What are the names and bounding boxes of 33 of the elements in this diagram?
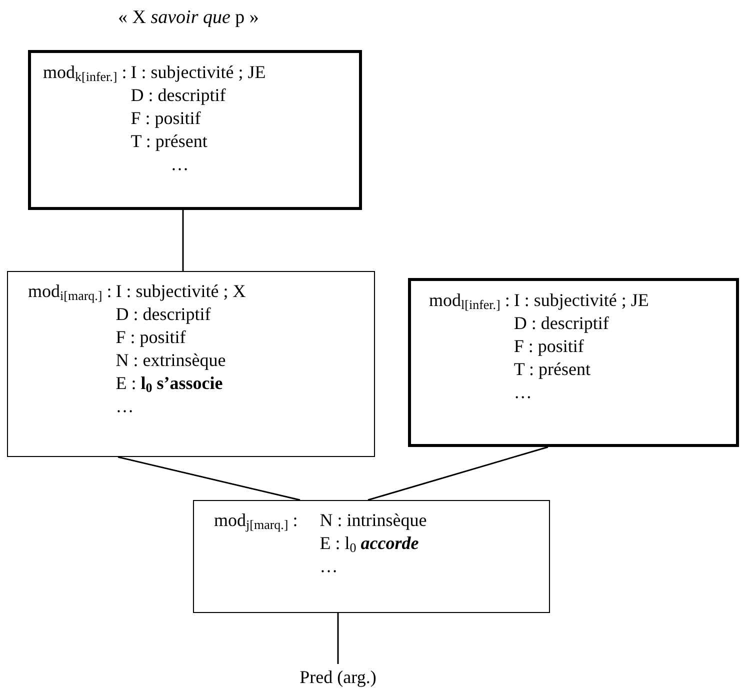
feature-line: … — [514, 381, 532, 404]
connector-line — [182, 210, 184, 271]
title: « X savoir que p » — [118, 8, 259, 27]
feature-line: D : descriptif — [514, 312, 609, 335]
feature-line: T : présent — [130, 130, 208, 153]
feature-line: E : l$_{0}$ s’associe — [116, 372, 223, 395]
feature-line: D : descriptif — [116, 303, 211, 326]
feature-line: E : l$_{0}$ accorde — [320, 532, 419, 555]
modality-label: mod$_{j[marq.]}$ : — [214, 509, 298, 532]
modality-box — [408, 278, 739, 447]
modality-label: mod$_{l[infer.]}$ : — [429, 289, 510, 312]
modality-label: mod$_{k[infer.]}$ : — [43, 61, 127, 84]
modality-label: mod$_{i[marq.]}$ : — [28, 280, 112, 303]
feature-line: F : positif — [514, 335, 584, 358]
feature-line: I : subjectivité ; JE — [514, 289, 649, 312]
modality-box — [193, 500, 550, 613]
feature-line: I : subjectivité ; X — [116, 280, 246, 303]
feature-line: T : présent — [514, 358, 591, 381]
connector-line — [368, 446, 548, 501]
connector-line — [337, 613, 339, 664]
feature-line: F : positif — [116, 326, 186, 349]
feature-line: … — [320, 555, 338, 578]
feature-line: … — [116, 395, 134, 418]
node-text: Pred (arg.) — [280, 664, 396, 690]
connector-line — [118, 456, 300, 501]
feature-line: I : subjectivité ; JE — [130, 61, 266, 84]
feature-line: F : positif — [130, 107, 201, 130]
feature-line: N : intrinsèque — [320, 509, 427, 532]
feature-line: N : extrinsèque — [116, 349, 226, 372]
modality-box — [28, 50, 362, 210]
feature-line: D : descriptif — [130, 84, 226, 107]
modality-box — [7, 271, 375, 457]
feature-line: … — [170, 153, 189, 176]
